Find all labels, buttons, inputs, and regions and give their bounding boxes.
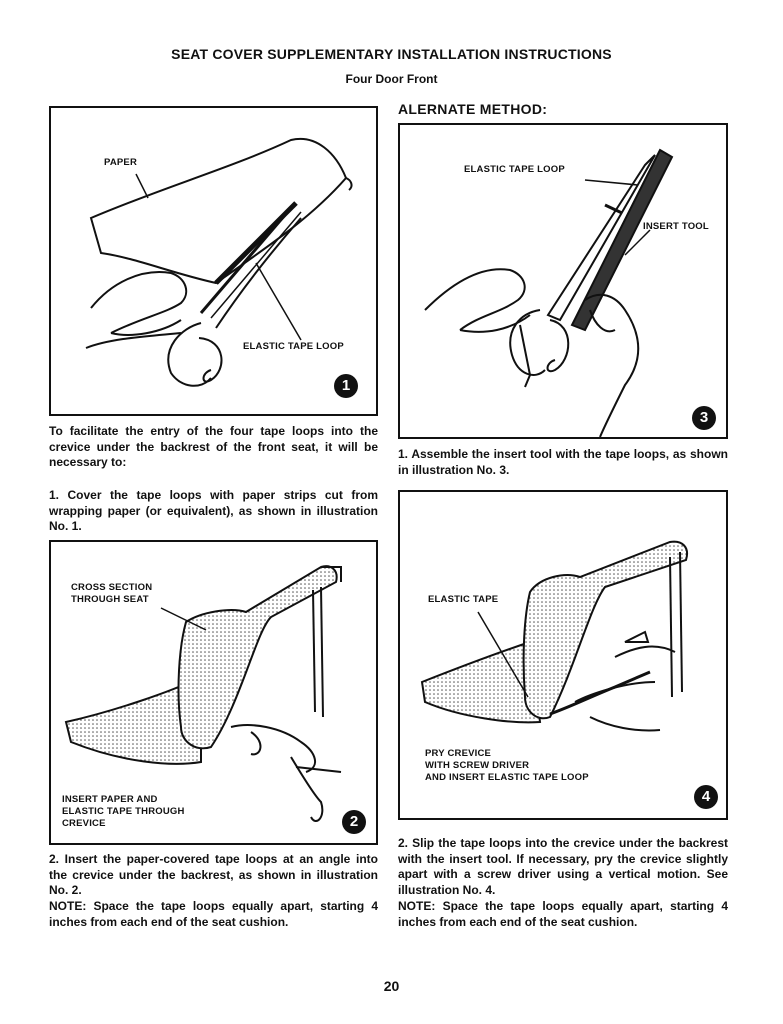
figure-1-number: 1	[334, 374, 358, 398]
right-step-1: 1. Assemble the insert tool with the tap…	[398, 447, 728, 477]
left-step-2: 2. Insert the paper-covered tape loops a…	[49, 852, 378, 897]
figure-1-illustration	[85, 137, 353, 387]
label-paper: PAPER	[104, 157, 138, 168]
left-note: NOTE: Space the tape loops equally apart…	[49, 899, 378, 929]
figure-3-number: 3	[692, 406, 716, 430]
figure-4-number: 4	[694, 785, 718, 809]
right-note: NOTE: Space the tape loops equally apart…	[398, 899, 728, 929]
figure-3-panel: ELASTIC TAPE LOOP INSERT TOOL 3	[398, 123, 728, 439]
figure-2-number: 2	[342, 810, 366, 834]
label-elastic-tape-loop-3: ELASTIC TAPE LOOP	[464, 164, 565, 175]
page-number: 20	[383, 978, 400, 994]
alternate-method-heading: ALERNATE METHOD:	[398, 101, 548, 117]
figure-4-panel: ELASTIC TAPE PRY CREVICE WITH SCREW DRIV…	[398, 490, 728, 820]
figure-3-illustration	[424, 148, 674, 437]
figure-4-illustration	[420, 540, 688, 732]
label-elastic-tape: ELASTIC TAPE	[428, 594, 499, 605]
label-insert-tool: INSERT TOOL	[643, 221, 709, 232]
label-insert-paper: INSERT PAPER AND ELASTIC TAPE THROUGH CR…	[62, 794, 185, 829]
page-title: SEAT COVER SUPPLEMENTARY INSTALLATION IN…	[171, 46, 612, 62]
figure-2-illustration	[64, 565, 342, 822]
label-cross-section: CROSS SECTION THROUGH SEAT	[71, 582, 153, 605]
figure-2-panel: CROSS SECTION THROUGH SEAT INSERT PAPER …	[49, 540, 378, 845]
right-step-2: 2. Slip the tape loops into the crevice …	[398, 836, 728, 897]
left-step-1: 1. Cover the tape loops with paper strip…	[49, 488, 378, 533]
page-subtitle: Four Door Front	[345, 72, 438, 86]
label-pry-crevice: PRY CREVICE WITH SCREW DRIVER AND INSERT…	[425, 748, 589, 783]
intro-paragraph: To facilitate the entry of the four tape…	[49, 424, 378, 469]
figure-1-panel: PAPER ELASTIC TAPE LOOP 1	[49, 106, 378, 416]
label-elastic-tape-loop: ELASTIC TAPE LOOP	[243, 341, 344, 352]
